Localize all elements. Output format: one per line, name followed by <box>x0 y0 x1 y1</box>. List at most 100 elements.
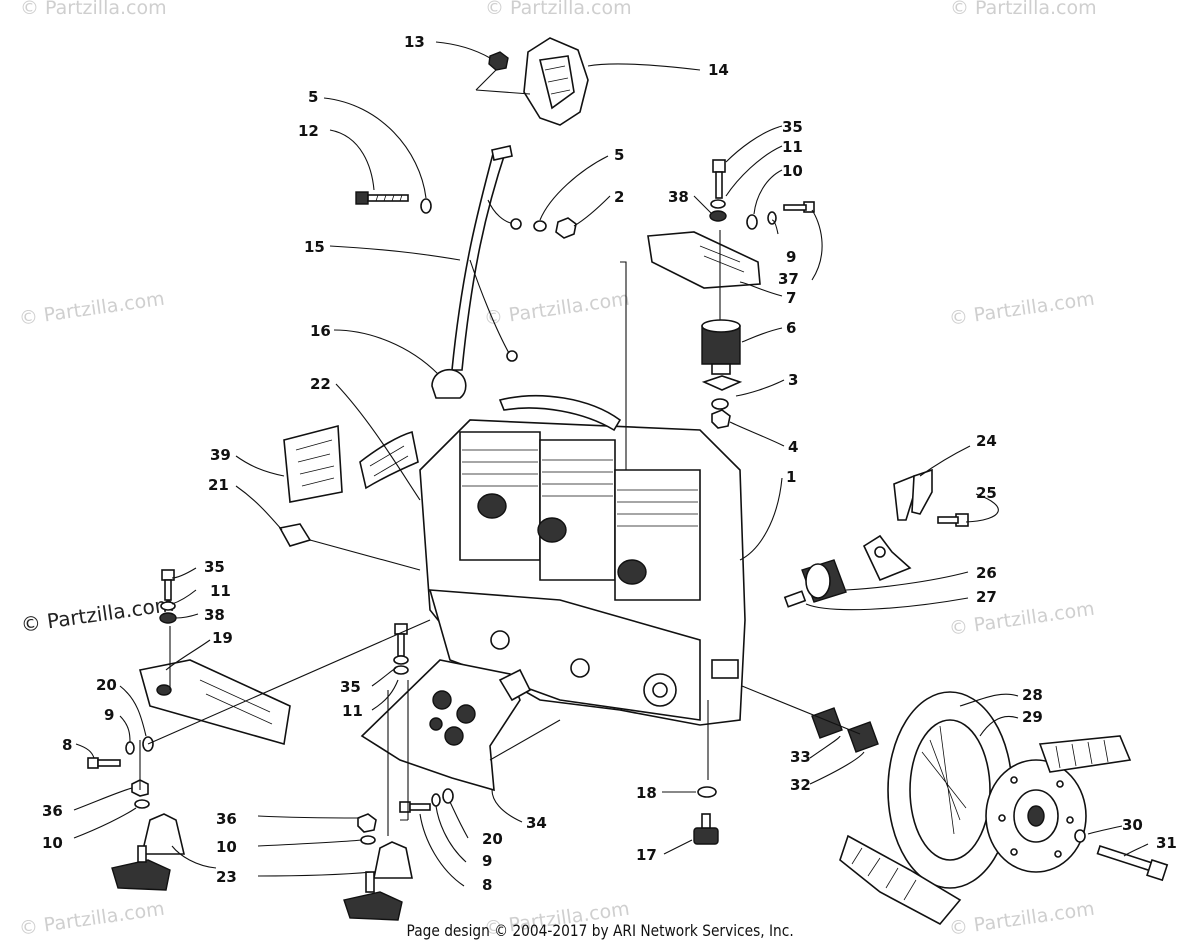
callout-6[interactable]: 6 <box>786 319 796 337</box>
nut-2-part <box>555 217 577 239</box>
callout-25[interactable]: 25 <box>976 484 997 502</box>
decal-22-part <box>359 430 419 490</box>
bracket-24-part <box>862 468 933 582</box>
callout-10[interactable]: 10 <box>782 162 803 180</box>
oil-tube-part <box>451 145 522 371</box>
bolt-35-top-part <box>709 159 727 222</box>
callout-20[interactable]: 20 <box>482 830 503 848</box>
callout-11[interactable]: 11 <box>210 582 231 600</box>
mount-plate-34-part <box>360 659 532 792</box>
nut-4-part <box>711 409 731 429</box>
callout-30[interactable]: 30 <box>1122 816 1143 834</box>
callout-5[interactable]: 5 <box>614 146 624 164</box>
callout-4[interactable]: 4 <box>788 438 798 456</box>
callout-20[interactable]: 20 <box>96 676 117 694</box>
setscrew-27-part <box>783 590 807 608</box>
watermark-text: © Partzilla.com <box>485 0 632 19</box>
callout-8[interactable]: 8 <box>62 736 72 754</box>
callout-15[interactable]: 15 <box>304 238 325 256</box>
callout-35[interactable]: 35 <box>340 678 361 696</box>
callout-2[interactable]: 2 <box>614 188 624 206</box>
nut-36b-part <box>357 813 377 833</box>
washer-3b-part <box>711 398 729 410</box>
callout-27[interactable]: 27 <box>976 588 997 606</box>
callout-39[interactable]: 39 <box>210 446 231 464</box>
callout-29[interactable]: 29 <box>1022 708 1043 726</box>
washer-9-left-part <box>125 741 135 755</box>
callout-3[interactable]: 3 <box>788 371 798 389</box>
drive-clutch-28-part <box>887 691 1087 889</box>
callout-31[interactable]: 31 <box>1156 834 1177 852</box>
washer-5-part <box>533 220 547 232</box>
sleeve-32-part <box>847 721 879 753</box>
callout-7[interactable]: 7 <box>786 289 796 307</box>
rubber-mount-23a-part <box>111 813 186 891</box>
callout-33[interactable]: 33 <box>790 748 811 766</box>
callout-1[interactable]: 1 <box>786 468 796 486</box>
footer-copyright: Page design © 2004-2017 by ARI Network S… <box>406 921 794 940</box>
callout-36[interactable]: 36 <box>42 802 63 820</box>
callout-10[interactable]: 10 <box>216 838 237 856</box>
leader-lines <box>73 41 1149 887</box>
callout-38[interactable]: 38 <box>668 188 689 206</box>
callout-37[interactable]: 37 <box>778 270 799 288</box>
callout-17[interactable]: 17 <box>636 846 657 864</box>
bolt-12-part <box>355 191 432 214</box>
callout-35[interactable]: 35 <box>782 118 803 136</box>
bolt-35-left-part <box>159 569 177 624</box>
callout-14[interactable]: 14 <box>708 61 729 79</box>
callout-38[interactable]: 38 <box>204 606 225 624</box>
callout-9[interactable]: 9 <box>786 248 796 266</box>
callout-10[interactable]: 10 <box>42 834 63 852</box>
callout-24[interactable]: 24 <box>976 432 997 450</box>
callout-16[interactable]: 16 <box>310 322 331 340</box>
callout-26[interactable]: 26 <box>976 564 997 582</box>
mount-bracket-7-part <box>647 231 761 289</box>
callout-23[interactable]: 23 <box>216 868 237 886</box>
spacer-17-part <box>693 813 719 845</box>
callout-34[interactable]: 34 <box>526 814 547 832</box>
sleeve-33-part <box>811 707 843 739</box>
callout-21[interactable]: 21 <box>208 476 229 494</box>
callout-9[interactable]: 9 <box>482 852 492 870</box>
nut-13-part <box>488 51 509 71</box>
washer-10b-part <box>360 835 376 845</box>
callout-35[interactable]: 35 <box>204 558 225 576</box>
bolt-25-part <box>937 513 969 527</box>
callout-5[interactable]: 5 <box>308 88 318 106</box>
washer-30-part <box>1074 829 1086 843</box>
bolt-8-left-part <box>87 757 121 769</box>
washer-9-front-part <box>431 793 441 807</box>
callout-8[interactable]: 8 <box>482 876 492 894</box>
callout-13[interactable]: 13 <box>404 33 425 51</box>
watermark-text: © Partzilla.com <box>18 288 166 330</box>
callout-22[interactable]: 22 <box>310 375 331 393</box>
washer-3-part <box>701 375 743 391</box>
callout-11[interactable]: 11 <box>342 702 363 720</box>
callout-18[interactable]: 18 <box>636 784 657 802</box>
callout-12[interactable]: 12 <box>298 122 319 140</box>
washer-10-top-part <box>746 214 758 230</box>
callout-28[interactable]: 28 <box>1022 686 1043 704</box>
callout-11[interactable]: 11 <box>782 138 803 156</box>
bolt-37-part <box>783 201 815 213</box>
watermark-text-dark: © Partzilla.com <box>19 592 175 637</box>
page-footer: Page design © 2004-2017 by ARI Network S… <box>0 921 1200 940</box>
bolt-31-part <box>1096 844 1169 882</box>
rubber-mount-6-part <box>701 319 741 375</box>
callout-36[interactable]: 36 <box>216 810 237 828</box>
washer-10a-part <box>134 799 150 809</box>
watermark-text: © Partzilla.com <box>948 288 1096 330</box>
lift-bracket-part <box>523 37 589 126</box>
drive-belt-29-part <box>839 735 1132 926</box>
callout-9[interactable]: 9 <box>104 706 114 724</box>
callout-19[interactable]: 19 <box>212 629 233 647</box>
callout-32[interactable]: 32 <box>790 776 811 794</box>
label-39-part <box>283 424 343 503</box>
sleeve-26-part <box>801 559 847 603</box>
parts-layer <box>87 37 1169 926</box>
callout-labels: 13 14 5 12 5 2 15 16 22 39 21 35 11 10 3… <box>42 33 1177 894</box>
watermark-text: © Partzilla.com <box>950 0 1097 19</box>
washer-20-front-part <box>442 788 454 804</box>
